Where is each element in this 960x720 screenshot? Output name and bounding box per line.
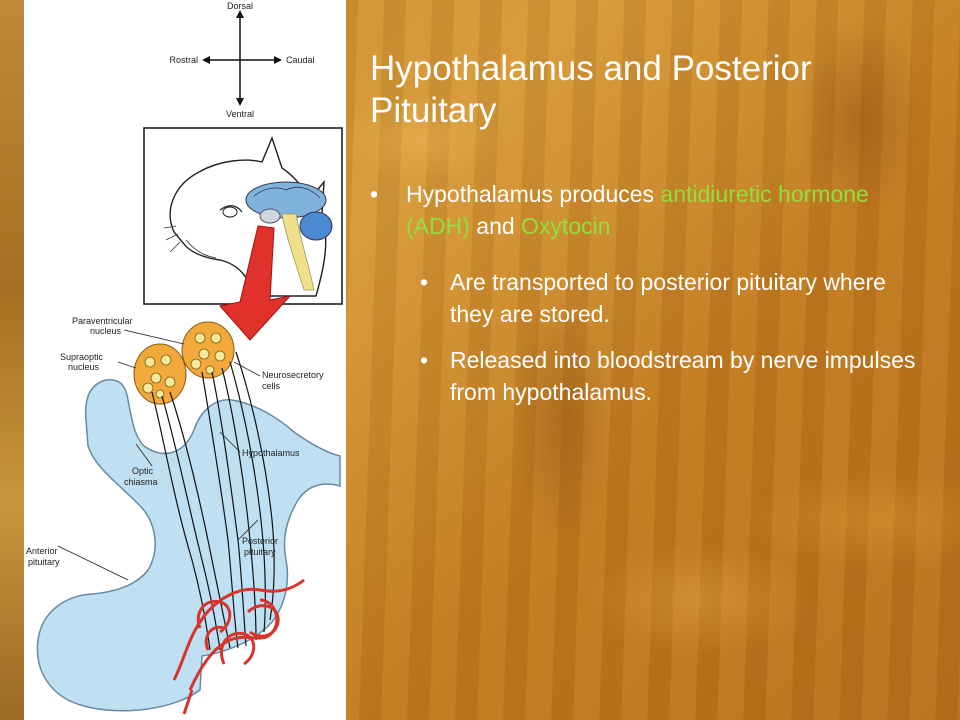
compass-ventral: Ventral: [226, 109, 254, 119]
sub-bullet-2: • Released into bloodstream by nerve imp…: [370, 344, 930, 408]
pituitary-diagram: Dorsal Rostral Caudal Ventral: [24, 0, 346, 720]
highlight-oxytocin: Oxytocin: [521, 213, 611, 239]
bullet-main-text-1: Hypothalamus produces: [406, 181, 661, 207]
sub-bullet-text: Are transported to posterior pituitary w…: [450, 269, 886, 327]
red-arrow: [219, 225, 292, 341]
compass-caudal: Caudal: [286, 55, 315, 65]
cat-head-inset: [143, 127, 343, 305]
diagram-labels: Paraventricular nucleus Supraoptic nucle…: [26, 316, 324, 567]
compass: Dorsal Rostral Caudal Ventral: [169, 1, 314, 119]
leader-lines: [57, 329, 261, 581]
compass-rostral: Rostral: [169, 55, 198, 65]
background-strip: [0, 0, 24, 720]
slide-title: Hypothalamus and Posterior Pituitary: [370, 49, 812, 130]
label-neurosecretory-1: Neurosecretory: [262, 370, 324, 380]
bullet-dot: •: [370, 181, 379, 207]
label-hypothalamus: Hypothalamus: [242, 448, 300, 458]
diagram-svg: Dorsal Rostral Caudal Ventral: [26, 1, 343, 715]
bullet-main: • Hypothalamus produces antidiuretic hor…: [370, 178, 930, 242]
label-paraventricular-1: Paraventricular: [72, 316, 133, 326]
pituitary-body: [36, 378, 341, 712]
bullet-dot: •: [420, 269, 429, 295]
bullet-dot: •: [420, 347, 429, 373]
sub-bullet-1: • Are transported to posterior pituitary…: [370, 266, 930, 330]
label-optic-2: chiasma: [124, 477, 158, 487]
label-anterior-2: pituitary: [28, 557, 60, 567]
label-posterior-1: Posterior: [242, 536, 278, 546]
label-posterior-2: pituitary: [244, 547, 276, 557]
blood-vessels: [172, 578, 305, 715]
label-anterior-1: Anterior: [26, 546, 58, 556]
label-supraoptic-2: nucleus: [68, 362, 100, 372]
label-neurosecretory-2: cells: [262, 381, 281, 391]
label-optic-1: Optic: [132, 466, 154, 476]
label-supraoptic-1: Supraoptic: [60, 352, 104, 362]
bullet-main-text-2: and: [469, 213, 522, 239]
compass-dorsal: Dorsal: [227, 1, 253, 11]
nuclei: [133, 321, 235, 405]
bullet-list: • Hypothalamus produces antidiuretic hor…: [370, 178, 930, 408]
sub-bullet-text: Released into bloodstream by nerve impul…: [450, 347, 916, 405]
highlight-adh: antidiuretic hormone (ADH): [406, 181, 869, 239]
label-paraventricular-2: nucleus: [90, 326, 122, 336]
